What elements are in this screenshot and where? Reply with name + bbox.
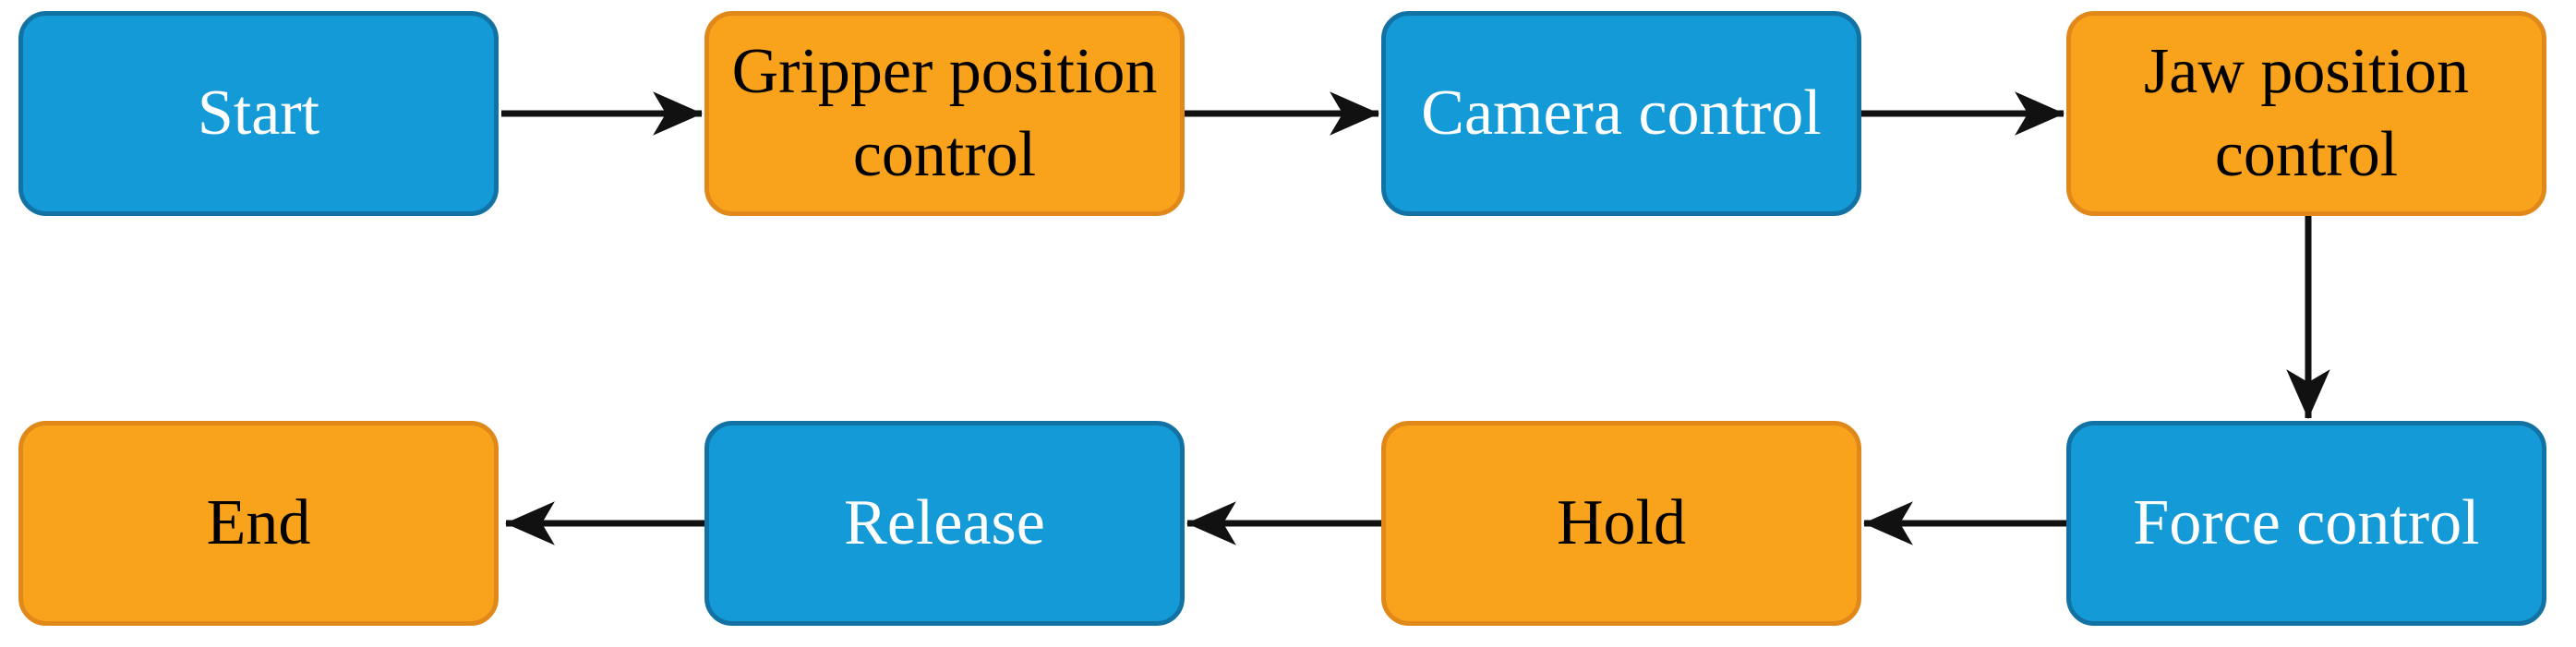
node-end: End	[18, 421, 499, 626]
node-force-control-label: Force control	[2133, 487, 2480, 559]
node-force-control: Force control	[2066, 421, 2546, 626]
node-hold-label: Hold	[1557, 487, 1686, 559]
node-hold: Hold	[1381, 421, 1861, 626]
node-release: Release	[704, 421, 1185, 626]
node-gripper-position-control-label: Gripper position control	[731, 36, 1158, 190]
node-camera-control: Camera control	[1381, 11, 1861, 216]
node-start-label: Start	[197, 78, 320, 150]
node-gripper-position-control: Gripper position control	[704, 11, 1185, 216]
node-camera-control-label: Camera control	[1421, 78, 1822, 150]
node-end-label: End	[206, 487, 311, 559]
node-release-label: Release	[844, 487, 1045, 559]
node-start: Start	[18, 11, 499, 216]
node-jaw-position-control-label: Jaw position control	[2144, 36, 2469, 190]
node-jaw-position-control: Jaw position control	[2066, 11, 2546, 216]
